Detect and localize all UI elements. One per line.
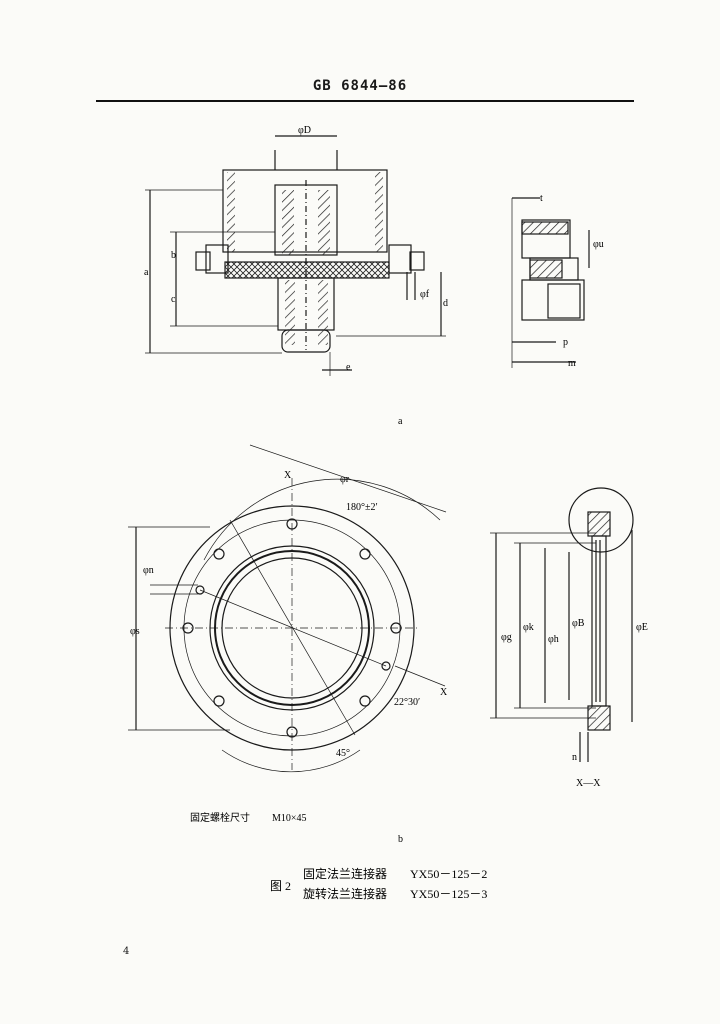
dim-phi-n: φn <box>143 565 154 576</box>
bolt-hole <box>213 695 225 707</box>
dim-c: c <box>171 294 176 305</box>
caption-line1-code: YX50－125－2 <box>410 867 487 881</box>
bolt-hole <box>213 548 225 560</box>
dim-phi-h: φh <box>548 634 559 645</box>
figure-a-detail <box>511 197 590 368</box>
dim-phi-B: φB <box>572 618 585 629</box>
dim-t: t <box>540 193 543 204</box>
figure-b-flange <box>128 444 447 773</box>
dim-phi-g: φg <box>501 632 512 643</box>
dim-angle-22: 22°30′ <box>394 697 420 708</box>
bolt-hole <box>359 548 371 560</box>
figure-label: 图 2 <box>270 879 291 893</box>
figure-b-section <box>490 487 634 762</box>
dim-phi-D: φD <box>298 125 311 136</box>
caption-line2-name: 旋转法兰连接器 <box>303 886 387 901</box>
header-rule <box>96 100 634 102</box>
caption-line2-code: YX50－125－3 <box>410 887 487 901</box>
figure-a-section <box>145 135 446 376</box>
dim-m: m <box>568 358 576 369</box>
dim-phi-u: φu <box>593 239 604 250</box>
page-number: 4 <box>123 946 130 957</box>
dim-e: e <box>346 362 351 373</box>
dim-p: p <box>563 337 568 348</box>
mark-x-right: X <box>440 687 448 698</box>
dim-d: d <box>443 298 448 309</box>
figure-a-label: a <box>398 416 403 427</box>
mark-x-top: X <box>284 470 292 481</box>
section-label: X—X <box>576 778 601 789</box>
dim-a: a <box>144 267 149 278</box>
standard-code: GB 6844—86 <box>312 78 408 94</box>
dim-n: n <box>572 752 577 763</box>
caption-line1-name: 固定法兰连接器 <box>303 866 387 881</box>
dim-phi-r: φr <box>340 474 350 485</box>
bolt-hole <box>359 695 371 707</box>
dim-phi-E: φE <box>636 622 648 633</box>
dim-angle-180: 180°±2′ <box>346 502 378 513</box>
dim-angle-45: 45° <box>336 748 350 759</box>
dim-b: b <box>171 250 176 261</box>
figure-b-label: b <box>398 834 403 845</box>
bolt-size-label: 固定螺栓尺寸 <box>190 811 250 824</box>
dim-phi-k: φk <box>523 622 534 633</box>
dim-phi-s: φs <box>130 626 140 637</box>
bolt-size-value: M10×45 <box>272 813 307 824</box>
dim-phi-f: φf <box>420 289 430 300</box>
